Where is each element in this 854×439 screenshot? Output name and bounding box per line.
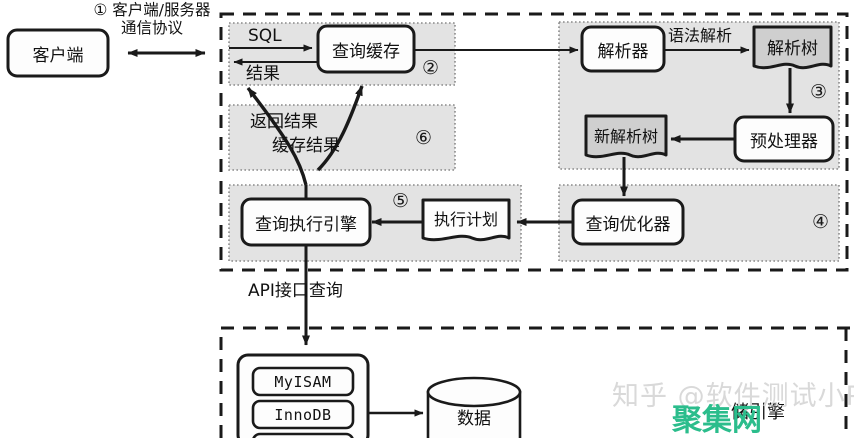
badge-4: ④ xyxy=(812,211,830,233)
api-query-label: API接口查询 xyxy=(248,281,343,301)
protocol-note: ① 客户端/服务器 通信协议 xyxy=(84,1,220,38)
protocol-number: ① xyxy=(93,1,108,19)
badge-3: ③ xyxy=(810,81,828,103)
myisam-node xyxy=(251,366,355,397)
sql-label: SQL xyxy=(248,26,282,46)
engine-third-node xyxy=(252,432,354,438)
query-optimizer-node xyxy=(571,198,685,246)
query-cache-node xyxy=(316,24,416,74)
data-cylinder-top xyxy=(426,376,522,408)
syntax-parse-label: 语法解析 xyxy=(668,26,733,45)
execution-plan-node xyxy=(421,198,511,242)
protocol-line2: 通信协议 xyxy=(120,18,183,37)
cache-result-label: 缓存结果 xyxy=(272,136,340,156)
badge-6: ⑥ xyxy=(415,127,433,149)
cache-result-edge xyxy=(316,85,364,172)
protocol-line1: 客户端/服务器 xyxy=(112,1,211,19)
parser-node xyxy=(580,25,666,73)
preprocessor-node xyxy=(733,115,835,163)
storage-engine-container xyxy=(219,326,854,438)
return-result-label: 返回结果 xyxy=(250,112,318,132)
new-parse-tree-node xyxy=(584,114,668,159)
return-result-edge xyxy=(246,86,308,186)
mysql-server-container xyxy=(219,12,849,272)
badge-5: ⑤ xyxy=(392,190,410,212)
query-execution-engine-node xyxy=(240,197,372,247)
optimizer-group xyxy=(558,184,840,262)
parse-tree-node xyxy=(752,25,833,70)
result-label: 结果 xyxy=(246,64,280,84)
client-node xyxy=(6,28,110,78)
innodb-node xyxy=(251,399,355,430)
badge-2: ② xyxy=(422,57,440,79)
